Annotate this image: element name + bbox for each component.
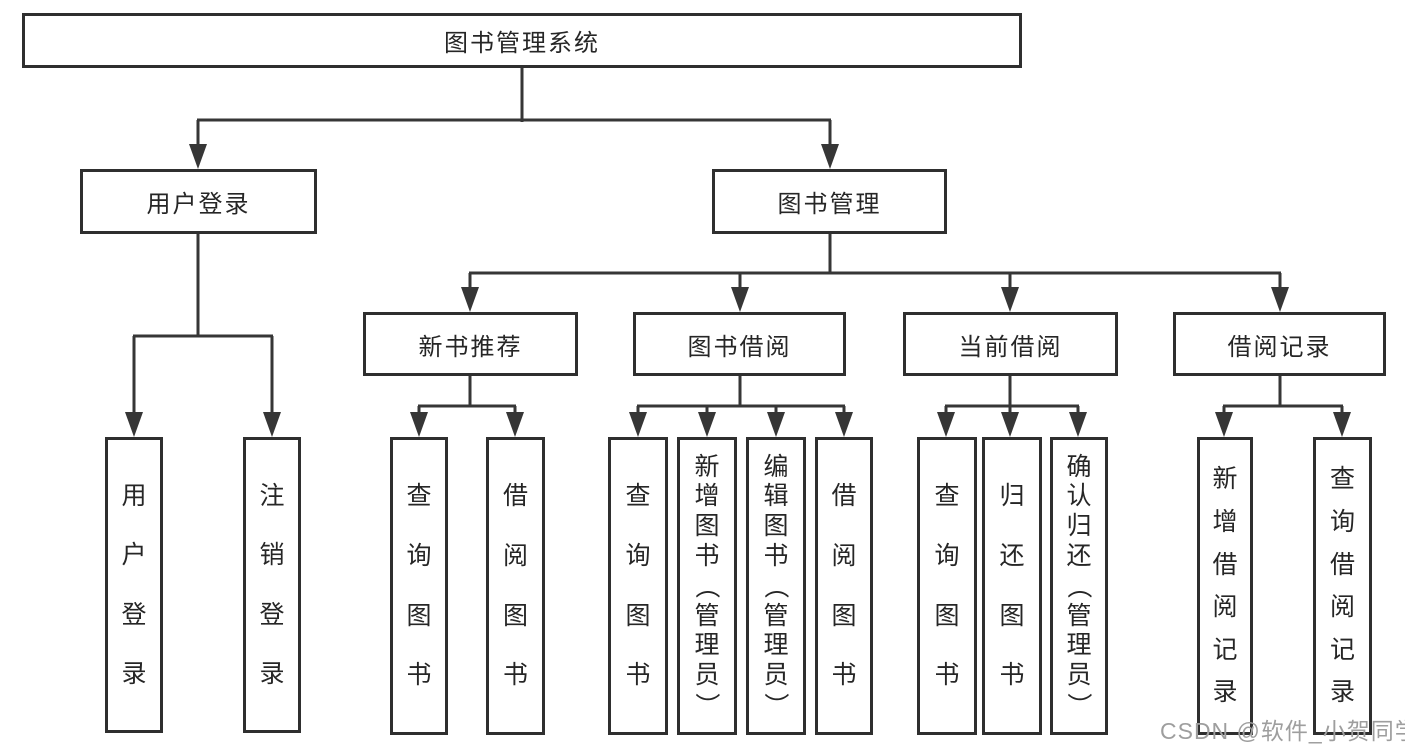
leaf-query-books-recommend: 查询图书 xyxy=(390,437,448,735)
leaf-edit-book-admin-label: 编辑图书（管理员） xyxy=(762,452,791,718)
leaf-return-book: 归还图书 xyxy=(982,437,1042,735)
leaf-borrow-books-label: 借阅图书 xyxy=(831,482,857,690)
arrowheads xyxy=(125,144,1351,437)
csdn-watermark: CSDN @软件_小贺同学 xyxy=(1160,718,1405,744)
leaf-confirm-return-admin: 确认归还（管理员） xyxy=(1050,437,1108,735)
node-book-management: 图书管理 xyxy=(712,169,947,234)
leaf-edit-book-admin: 编辑图书（管理员） xyxy=(746,437,806,735)
leaf-confirm-return-admin-label: 确认归还（管理员） xyxy=(1065,452,1094,718)
leaf-query-borrow-record-label: 查询借阅记录 xyxy=(1329,465,1355,707)
node-current-borrow: 当前借阅 xyxy=(903,312,1118,376)
leaf-query-books-borrow: 查询图书 xyxy=(608,437,668,735)
leaf-logout: 注销登录 xyxy=(243,437,301,733)
leaf-return-book-label: 归还图书 xyxy=(999,482,1025,690)
leaf-add-book-admin: 新增图书（管理员） xyxy=(677,437,737,735)
node-user-login: 用户登录 xyxy=(80,169,317,234)
connector-borrow-records xyxy=(1222,376,1344,418)
leaf-borrow-books-recommend: 借阅图书 xyxy=(486,437,545,735)
node-borrow-records: 借阅记录 xyxy=(1173,312,1386,376)
connector-book-management xyxy=(468,234,1282,293)
connector-book-borrow xyxy=(636,376,846,418)
leaf-add-borrow-record: 新增借阅记录 xyxy=(1197,437,1253,735)
connector-user-login xyxy=(132,234,274,418)
leaf-user-login-label: 用户登录 xyxy=(121,482,147,688)
leaf-query-borrow-record: 查询借阅记录 xyxy=(1313,437,1372,735)
leaf-query-books-current: 查询图书 xyxy=(917,437,977,735)
connector-current-borrow xyxy=(944,376,1080,418)
connector-new-book xyxy=(417,376,517,418)
leaf-add-book-admin-label: 新增图书（管理员） xyxy=(693,452,722,718)
leaf-logout-label: 注销登录 xyxy=(259,482,285,688)
leaf-add-borrow-record-label: 新增借阅记录 xyxy=(1212,465,1238,707)
leaf-user-login: 用户登录 xyxy=(105,437,163,733)
leaf-query-books-recommend-label: 查询图书 xyxy=(406,482,432,690)
leaf-query-books-current-label: 查询图书 xyxy=(934,482,960,690)
leaf-borrow-books-recommend-label: 借阅图书 xyxy=(502,482,528,690)
node-new-book-recommend: 新书推荐 xyxy=(363,312,578,376)
leaf-query-books-borrow-label: 查询图书 xyxy=(625,482,651,690)
node-library-system: 图书管理系统 xyxy=(22,13,1022,68)
leaf-borrow-books: 借阅图书 xyxy=(815,437,873,735)
node-book-borrow: 图书借阅 xyxy=(633,312,846,376)
connector-root xyxy=(196,68,832,150)
